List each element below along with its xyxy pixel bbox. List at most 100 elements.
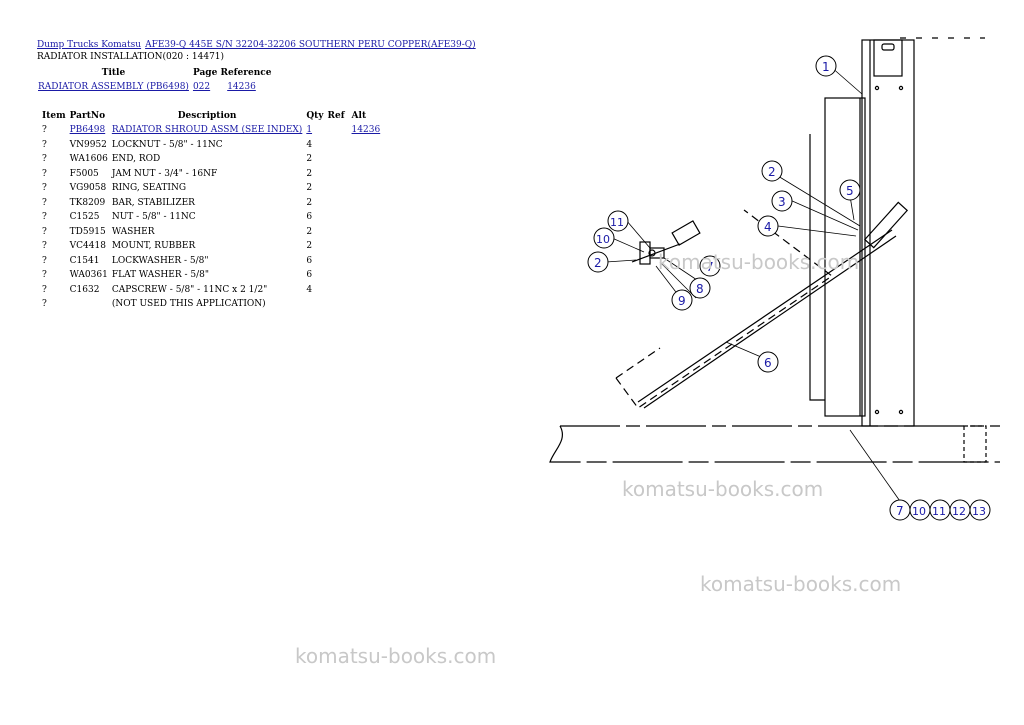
watermark: komatsu-books.com <box>658 250 860 274</box>
alt-header: Alt <box>351 111 367 121</box>
partno-cell: VC4418 <box>69 241 106 252</box>
table-row: ? C1525 NUT - 5/8" - 11NC 6 <box>40 210 384 225</box>
ref-cell <box>326 225 350 240</box>
qty-cell <box>304 297 325 312</box>
qty-header: Qty <box>306 111 324 121</box>
item-cell: ? <box>42 255 47 266</box>
callout: 11 <box>929 499 951 521</box>
description-cell: FLAT WASHER - 5/8" <box>111 270 209 281</box>
stabilizer-bar <box>637 229 897 409</box>
svg-text:2: 2 <box>768 165 776 179</box>
item-cell: ? <box>42 139 47 150</box>
svg-text:4: 4 <box>764 220 772 234</box>
qty-cell: 2 <box>306 197 313 208</box>
table-row: ? TK8209 BAR, STABILIZER 2 <box>40 196 384 211</box>
breadcrumb-link-model[interactable]: AFE39-Q 445E S/N 32204-32206 SOUTHERN PE… <box>145 40 476 50</box>
partno-link[interactable]: PB6498 <box>69 125 106 136</box>
description-cell: (NOT USED THIS APPLICATION) <box>111 299 266 310</box>
callout: 13 <box>969 499 991 521</box>
callout: 1 <box>815 55 837 77</box>
table-row: ? VN9952 LOCKNUT - 5/8" - 11NC 4 <box>40 138 384 153</box>
table-row: ? VC4418 MOUNT, RUBBER 2 <box>40 239 384 254</box>
frame-rail-bottom <box>549 425 1000 463</box>
hidden-part-outline <box>615 209 834 409</box>
callout: 12 <box>949 499 971 521</box>
svg-text:7: 7 <box>896 504 904 518</box>
table-row: ? (NOT USED THIS APPLICATION) <box>40 297 384 312</box>
watermark: komatsu-books.com <box>700 572 902 596</box>
table-row: ? TD5915 WASHER 2 <box>40 225 384 240</box>
partno-header: PartNo <box>69 111 106 121</box>
alt-cell <box>350 297 384 312</box>
svg-text:11: 11 <box>932 505 946 518</box>
svg-text:10: 10 <box>912 505 926 518</box>
svg-text:6: 6 <box>764 356 772 370</box>
partno-cell: VG9058 <box>69 183 107 194</box>
radiator-assembly-link[interactable]: RADIATOR ASSEMBLY (PB6498) <box>38 82 189 92</box>
item-cell: ? <box>42 226 47 237</box>
title-header: Title <box>101 68 126 78</box>
qty-cell: 2 <box>306 183 313 194</box>
item-cell: ? <box>42 212 47 223</box>
item-header: Item <box>42 111 66 121</box>
alt-link[interactable]: 14236 <box>351 125 381 136</box>
breadcrumb-link-dump-trucks[interactable]: Dump Trucks Komatsu <box>37 40 142 50</box>
alt-cell <box>350 239 384 254</box>
leader-lines <box>605 65 903 505</box>
stabilizer-bracket <box>863 201 909 249</box>
item-cell: ? <box>42 299 47 310</box>
alt-cell <box>350 138 384 153</box>
callout: 5 <box>839 179 861 201</box>
description-cell: END, ROD <box>111 154 161 165</box>
top-bracket <box>873 39 903 77</box>
svg-text:2: 2 <box>594 256 602 270</box>
rod-end-hardware <box>631 220 701 265</box>
page-subtitle: RADIATOR INSTALLATION(020 : 14471) <box>37 52 225 62</box>
alt-cell <box>350 268 384 283</box>
svg-text:13: 13 <box>972 505 986 518</box>
description-header: Description <box>177 111 237 121</box>
page-number-link[interactable]: 022 <box>192 82 211 92</box>
callout: 2 <box>587 251 609 273</box>
ref-cell <box>326 181 350 196</box>
radiator-installation-diagram: 1 2 3 4 5 6 7 8 9 10 11 2 6 7 10 11 12 1… <box>549 37 1000 521</box>
callout: 11 <box>607 210 629 232</box>
table-row: ? C1632 CAPSCREW - 5/8" - 11NC x 2 1/2" … <box>40 283 384 298</box>
description-cell: WASHER <box>111 226 155 237</box>
item-cell: ? <box>42 197 47 208</box>
table-row: ? WA0361 FLAT WASHER - 5/8" 6 <box>40 268 384 283</box>
table-row: ? F5005 JAM NUT - 3/4" - 16NF 2 <box>40 167 384 182</box>
partno-cell: WA1606 <box>69 154 108 165</box>
frame-rail-end <box>963 425 987 463</box>
alt-cell <box>350 254 384 269</box>
svg-text:7: 7 <box>706 260 714 274</box>
partno-cell: C1525 <box>69 212 100 223</box>
description-link[interactable]: RADIATOR SHROUD ASSM (SEE INDEX) <box>111 125 303 136</box>
qty-link[interactable]: 1 <box>306 125 313 136</box>
alt-cell <box>350 283 384 298</box>
description-cell: LOCKWASHER - 5/8" <box>111 255 209 266</box>
qty-cell: 6 <box>306 270 313 281</box>
ref-cell <box>326 138 350 153</box>
callout: 10 <box>593 227 615 249</box>
ref-cell <box>326 152 350 167</box>
page-reference-header: Page Reference <box>192 68 272 78</box>
description-cell: BAR, STABILIZER <box>111 197 195 208</box>
item-cell: ? <box>42 168 47 179</box>
alt-cell <box>350 225 384 240</box>
page-ref-link[interactable]: 14236 <box>227 82 256 92</box>
alt-cell <box>350 152 384 167</box>
callout: 6 <box>757 351 779 373</box>
alt-cell <box>350 167 384 182</box>
partno-cell: TD5915 <box>69 226 106 237</box>
description-cell: RING, SEATING <box>111 183 187 194</box>
qty-cell: 2 <box>306 241 313 252</box>
ref-cell <box>326 196 350 211</box>
ref-cell <box>326 283 350 298</box>
svg-text:3: 3 <box>778 195 786 209</box>
table-row: ? PB6498 RADIATOR SHROUD ASSM (SEE INDEX… <box>40 123 384 138</box>
radiator-fan-shroud <box>809 134 825 401</box>
partno-cell: WA0361 <box>69 270 108 281</box>
svg-text:10: 10 <box>596 233 610 246</box>
